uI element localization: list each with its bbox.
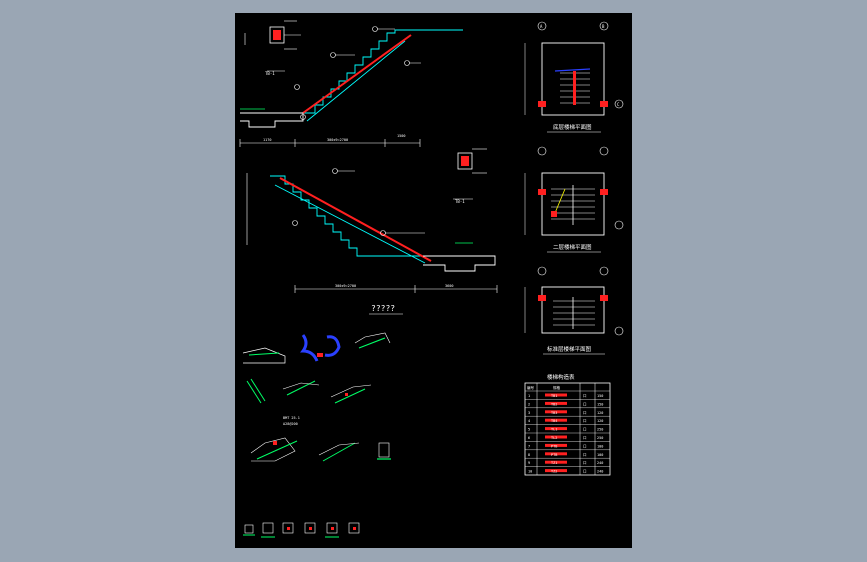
schedule-cell: 150 [597, 394, 603, 398]
schedule-row-mark [545, 393, 567, 397]
schedule-cell: TB4 [551, 419, 557, 423]
schedule-cell: 口 [583, 436, 587, 440]
dim-upper-left: 1170 [263, 138, 271, 142]
schedule-row-mark [545, 460, 567, 464]
schedule-cell: 9 [528, 461, 530, 465]
schedule-cell: TZ1 [551, 461, 557, 465]
stair-section-upper: TB-1 300x9=2700 1170 1500 [239, 20, 463, 147]
schedule-cell: TL2 [551, 436, 557, 440]
schedule-row-mark [545, 418, 567, 422]
schedule-cell: 2 [528, 402, 530, 406]
schedule-header-spec: 规格 [553, 385, 561, 390]
schedule-rows: 1 TB1 口 150 2 TB2 口 150 3 TB3 口 120 4 TB4 口 120 5 TL1 口 250… [525, 390, 610, 474]
dim-lower-right: 3600 [445, 284, 453, 288]
schedule-cell: TB1 [551, 394, 557, 398]
schedule-cell: 口 [583, 411, 587, 415]
detail-cluster: BMT 25.1 A28@200 [242, 332, 391, 538]
schedule-header-no: 编号 [527, 385, 535, 390]
schedule-cell: TB2 [551, 402, 557, 406]
schedule-cell: 120 [597, 419, 603, 423]
drawing-sheet: TB-1 300x9=2700 1170 1500 [235, 13, 632, 548]
schedule-cell: 3 [528, 411, 530, 415]
dim-upper-right: 1500 [397, 134, 405, 138]
detail-note-1: BMT 25.1 [283, 416, 300, 420]
schedule-cell: 240 [597, 470, 603, 474]
schedule-cell: 240 [597, 461, 603, 465]
schedule-cell: 口 [583, 402, 587, 406]
schedule-cell: 5 [528, 428, 530, 432]
stair-plan-3: 标准层楼梯平面图 [524, 266, 624, 355]
section-b-title: TB-1 [455, 199, 465, 204]
plan-2-title: 二层楼梯平面图 [553, 243, 592, 251]
detail-note-2: A28@200 [283, 422, 298, 426]
stair-section-lower: TB-1 300x9=2700 3600 ????? [246, 148, 498, 315]
schedule-cell: 100 [597, 444, 603, 448]
dim-upper-span: 300x9=2700 [327, 138, 348, 142]
schedule-cell: TL1 [551, 428, 557, 432]
rebar-upper [302, 34, 412, 114]
axis-a-1: A [540, 24, 543, 29]
schedule-row-mark [545, 401, 567, 405]
axis-b-1: B [602, 24, 605, 29]
schedule-cell: 口 [583, 461, 587, 465]
schedule-cell: 口 [583, 394, 587, 398]
plan-3-title: 标准层楼梯平面图 [547, 345, 592, 353]
schedule-cell: 150 [597, 402, 603, 406]
rebar-lower [279, 177, 432, 262]
schedule-cell: 1 [528, 394, 530, 398]
schedule-cell: 250 [597, 428, 603, 432]
schedule-cell: 6 [528, 436, 530, 440]
schedule-cell: TZ2 [551, 470, 557, 474]
schedule-cell: 口 [583, 470, 587, 474]
schedule-cell: 120 [597, 411, 603, 415]
stair-profile-lower [270, 175, 423, 257]
stair-schedule: 楼梯构造表 编号 规格 1 TB1 口 150 2 TB2 口 150 3 TB3 口 120 4 TB4… [524, 373, 611, 476]
schedule-cell: PTB [551, 453, 557, 457]
schedule-row-mark [545, 469, 567, 473]
schedule-row-mark [545, 410, 567, 414]
stair-plan-1: A B C 底层楼梯平面图 [524, 21, 624, 133]
schedule-title: 楼梯构造表 [547, 373, 575, 381]
schedule-cell: 7 [528, 444, 530, 448]
plan-1-title: 底层楼梯平面图 [553, 123, 592, 131]
axis-c-1: C [617, 102, 620, 107]
schedule-cell: 8 [528, 453, 530, 457]
schedule-cell: 10 [528, 470, 532, 474]
schedule-cell: 100 [597, 453, 603, 457]
cad-drawing: TB-1 300x9=2700 1170 1500 [239, 20, 624, 538]
schedule-cell: 口 [583, 419, 587, 423]
schedule-cell: 口 [583, 444, 587, 448]
stair-profile-upper [303, 29, 463, 114]
stair-caption: ????? [371, 304, 395, 313]
schedule-row-mark [545, 443, 567, 447]
section-a-title: TB-1 [265, 71, 275, 76]
schedule-cell: PTB [551, 444, 557, 448]
column-detail-upper: TB-1 [244, 20, 301, 76]
schedule-row-mark [545, 452, 567, 456]
dim-lower-span: 300x9=2700 [335, 284, 356, 288]
schedule-cell: TB3 [551, 411, 557, 415]
schedule-cell: 口 [583, 428, 587, 432]
schedule-row-mark [545, 427, 567, 431]
schedule-row-mark [545, 435, 567, 439]
schedule-cell: 250 [597, 436, 603, 440]
stair-plan-2: 二层楼梯平面图 [524, 146, 624, 253]
schedule-cell: 4 [528, 419, 530, 423]
schedule-cell: 口 [583, 453, 587, 457]
